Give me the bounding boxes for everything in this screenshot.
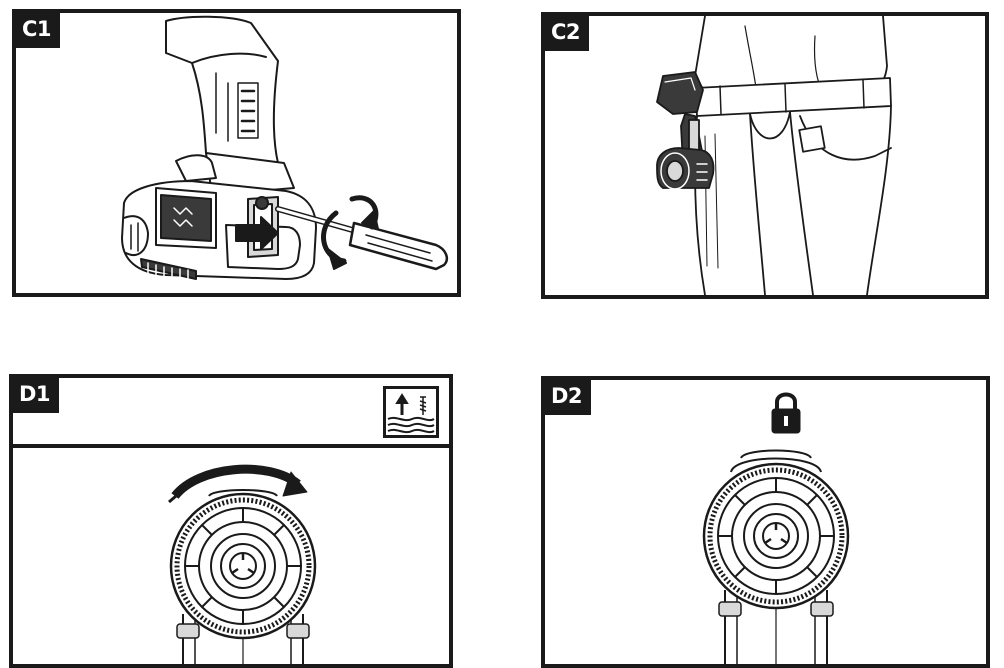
panel-label: D2: [545, 380, 592, 415]
panel-c1: C1: [12, 9, 461, 297]
chuck-locked-illustration: [702, 392, 850, 664]
panel-d2: D2: [541, 376, 990, 668]
drill-mode-icon: [383, 386, 439, 438]
panel-label: C2: [545, 16, 590, 51]
drill-belt-clip-illustration: [121, 15, 448, 280]
panel-label: D1: [13, 378, 60, 413]
panel-label: C1: [16, 13, 61, 48]
panel-c2: C2: [541, 12, 989, 299]
panel-divider: [13, 444, 449, 448]
panel-d1: D1: [9, 374, 453, 668]
chuck-rotation-illustration: [168, 464, 317, 664]
lock-icon: [771, 392, 801, 434]
drill-on-belt-illustration: [656, 16, 892, 295]
